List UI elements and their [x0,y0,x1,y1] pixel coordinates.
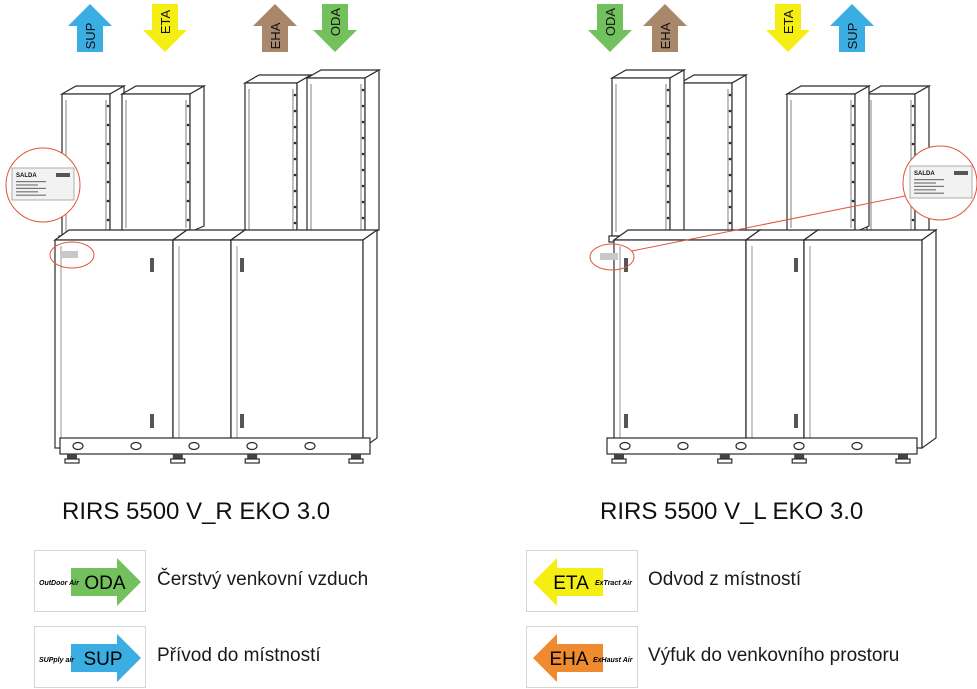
svg-text:ODA: ODA [603,8,618,37]
eha-arrow-icon: EHA ExHaust Air [533,634,634,682]
model-title-right: RIRS 5500 V_L EKO 3.0 [600,498,864,525]
svg-text:OutDoor Air: OutDoor Air [39,580,80,587]
svg-text:ETA: ETA [158,10,173,35]
legend-key-eha: EHA ExHaust Air [526,626,638,688]
left-base-frame [59,437,371,464]
left-duct-2 [118,84,207,239]
serial-plate-location-left [49,241,95,269]
right-cabinet-left [612,228,762,450]
svg-text:EHA: EHA [268,22,283,49]
serial-plate-callout-left: SALDA [5,147,81,223]
callout-leader-right [631,195,906,252]
left-duct-4 [303,68,382,243]
oda-arrow-icon: OutDoor Air ODA [39,558,141,606]
legend-text-eha: Výfuk do venkovního prostoru [648,645,900,666]
serial-plate-mark-left [60,251,78,258]
svg-text:ETA: ETA [781,10,796,35]
svg-text:ODA: ODA [84,573,126,594]
flow-arrow-left-oda: ODA [313,4,357,52]
left-cabinet-left [53,228,189,450]
legend-text-oda: Čerstvý venkovní vzduch [157,569,369,590]
flow-arrow-right-eha: EHA [643,4,687,52]
flow-arrow-left-sup: SUP [68,4,112,52]
right-duct-2 [783,84,872,239]
legend-key-sup: SUPply air SUP [34,626,146,688]
svg-text:SALDA: SALDA [914,171,935,177]
right-duct-3 [676,73,749,243]
left-cabinet-right [229,228,379,450]
svg-text:EHA: EHA [658,22,673,49]
svg-text:SUP: SUP [83,23,98,50]
flow-arrow-right-oda: ODA [588,4,632,52]
legend-key-eta: ETA ExTract Air [526,550,638,612]
flow-arrow-left-eta: ETA [143,4,187,52]
legend-text-sup: Přívod do místností [157,645,321,666]
svg-text:SUPply air: SUPply air [39,657,75,664]
left-duct-3 [241,73,314,243]
right-cabinet-right [794,228,938,450]
right-base-frame [606,437,918,464]
svg-text:SUP: SUP [83,649,122,670]
flow-arrow-right-sup: SUP [830,4,874,52]
serial-plate-mark-right [600,253,618,260]
model-title-left: RIRS 5500 V_R EKO 3.0 [62,498,331,525]
svg-text:ODA: ODA [328,8,343,37]
serial-plate-location-right [589,243,635,271]
sup-arrow-icon: SUPply air SUP [39,634,141,682]
svg-text:EHA: EHA [549,649,588,670]
serial-plate-callout-right: SALDA [902,145,977,221]
svg-text:ExHaust Air: ExHaust Air [593,657,634,664]
eta-arrow-icon: ETA ExTract Air [533,558,633,606]
unit-drawings: SALDA SALDA SUP ETA EHA ODA ODA EHA ETA SUP [5,4,977,464]
right-duct-4 [608,68,687,243]
legend-key-oda: OutDoor Air ODA [34,550,146,612]
svg-text:ExTract Air: ExTract Air [595,580,633,587]
svg-text:ETA: ETA [553,573,589,594]
svg-text:SALDA: SALDA [16,173,37,179]
legend-text-eta: Odvod z místností [648,569,802,590]
svg-text:SUP: SUP [845,23,860,50]
flow-arrow-right-eta: ETA [766,4,810,52]
flow-arrow-left-eha: EHA [253,4,297,52]
